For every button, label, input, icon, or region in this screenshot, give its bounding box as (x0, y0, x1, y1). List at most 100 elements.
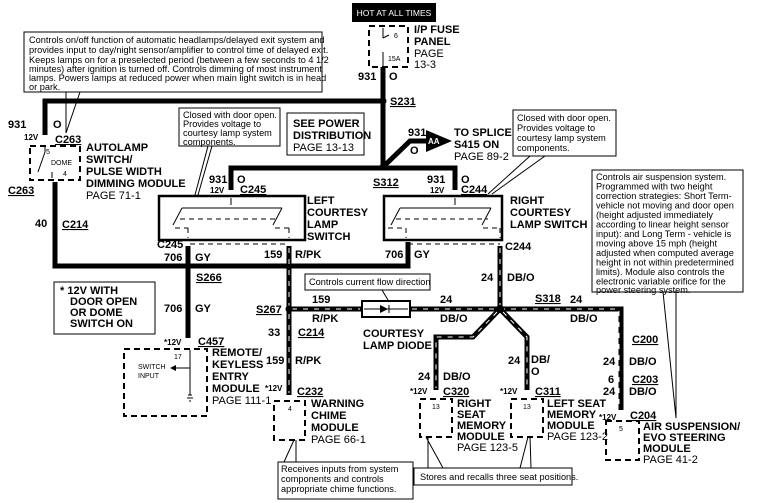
left-courtesy-lamp-switch (157, 194, 307, 242)
module-page: PAGE 66-1 (311, 434, 366, 446)
voltage-label: *12V (164, 338, 182, 347)
connector-label: C214 (62, 219, 89, 231)
module-title: RIGHT (457, 398, 492, 410)
callout-leader (662, 291, 677, 419)
module-title: MODULE (311, 422, 359, 434)
diode-icon (380, 305, 388, 313)
note-text: Controls current flow direction (309, 277, 431, 287)
module-title: KEYLESS (212, 359, 263, 371)
wire-color: GY (195, 252, 212, 264)
module-page: PAGE 123-2 (547, 431, 608, 443)
splice-label: S312 (373, 177, 399, 189)
component-title: LEFT (307, 195, 335, 207)
splice-label: S231 (390, 96, 416, 108)
note-text: height in not within predetermined (596, 258, 734, 268)
wire-24-db-o (410, 246, 624, 410)
module-title: DIMMING MODULE (86, 178, 186, 190)
hot-label: HOT AT ALL TIMES (357, 8, 432, 18)
wire-label: 24 (603, 356, 616, 368)
connector-label: C311 (535, 386, 561, 398)
power-distribution-ref (286, 112, 365, 156)
splice-label: S318 (535, 293, 561, 305)
connector-label: C263 (8, 185, 34, 197)
switch-contact-symbol (390, 198, 492, 226)
wire-label: 24 (418, 371, 431, 383)
air-suspension-note (591, 169, 744, 293)
note-text: Closed with door open. (517, 113, 611, 123)
module-title: MODULE (457, 431, 505, 443)
splice-tag: AA (428, 137, 440, 146)
component-title: COURTESY (510, 207, 572, 219)
pin-number: 13 (523, 404, 531, 411)
note-text: lamps. Powers lamps at reduced power whe… (29, 73, 326, 83)
note-text: electronic variable orifice for the (596, 277, 726, 287)
voltage-label: 12V (210, 186, 225, 195)
module-title: SEAT (457, 409, 486, 421)
note-text: or park. (29, 82, 60, 92)
connector-label: C203 (632, 374, 658, 386)
splice-ref: TO SPLICE (454, 127, 512, 139)
note-text: power steering system. (596, 285, 690, 295)
note-text: Provides voltage to (183, 119, 261, 129)
diode-note (304, 273, 431, 291)
note-text: Receives inputs from system (281, 464, 399, 474)
switch-contact-symbol (37, 147, 53, 178)
wire-color: O (410, 145, 419, 157)
autolamp-module-box (29, 145, 81, 181)
ground-symbol (175, 350, 193, 402)
autolamp-note (23, 31, 323, 93)
pin-number: 4 (288, 406, 292, 413)
fuse-panel-page: PAGE (414, 48, 444, 60)
pin-number: 13 (432, 404, 440, 411)
component-title: RIGHT (510, 195, 545, 207)
splice-s318 (496, 305, 504, 313)
hot-at-all-times-badge (352, 3, 436, 22)
voltage-label: *12V (410, 387, 428, 396)
module-title: MODULE (212, 383, 260, 395)
splice-ref: S415 ON (454, 139, 499, 151)
note-text: minutes) after ignition is turned off. C… (29, 64, 322, 74)
splice-label: S266 (196, 272, 222, 284)
right-door-note (512, 109, 617, 157)
switch-contact-symbol (172, 198, 283, 226)
module-page: PAGE 71-1 (86, 190, 141, 202)
wire-label: 931 (427, 174, 445, 186)
wire-label: 931 (8, 119, 26, 131)
left-seat-memory-module-box (510, 398, 544, 438)
note-text: vehicle not moving and door open (596, 201, 734, 211)
wire-color: O (53, 119, 62, 131)
pin-number: 5 (619, 426, 623, 433)
note-text: according to linear height sensor (596, 220, 729, 230)
switch-input-label: SWITCH (138, 364, 166, 371)
ref-text: SEE POWER (293, 118, 360, 130)
splice-s231 (379, 97, 387, 105)
module-title: MODULE (643, 443, 691, 455)
wire-label: 931 (209, 174, 227, 186)
fuse-panel-title: PANEL (414, 36, 451, 48)
switch-dashed-link (388, 218, 501, 245)
module-title: WARNING (311, 398, 364, 410)
wire-label: 40 (35, 218, 47, 230)
module-title: MEMORY (547, 409, 597, 421)
note-text: Closed with door open. (183, 110, 277, 120)
callout-leader (425, 436, 532, 469)
wire-label: 24 (481, 272, 494, 284)
wire-label: 159 (266, 355, 284, 367)
switch-dashed-link (175, 218, 290, 238)
dome-label: DOME (51, 160, 72, 167)
component-title: LAMP DIODE (363, 340, 432, 352)
right-courtesy-lamp-switch (382, 194, 504, 242)
connector-label: C244 (505, 241, 532, 253)
connector-label: C245 (157, 239, 183, 251)
module-title: LEFT SEAT (547, 398, 606, 410)
callout-leader (283, 439, 297, 463)
pin-number: 5 (46, 149, 50, 156)
voltage-footnote (53, 281, 156, 335)
switch-input-label: INPUT (138, 373, 160, 380)
right-seat-memory-module-box (419, 398, 453, 438)
voltage-label: 12V (24, 133, 39, 142)
note-text: Stores and recalls three seat positions. (420, 472, 578, 482)
wire-label: 24 (570, 294, 583, 306)
wire-label: 33 (268, 327, 280, 339)
note-text: limits). Module also controls the (596, 267, 725, 277)
